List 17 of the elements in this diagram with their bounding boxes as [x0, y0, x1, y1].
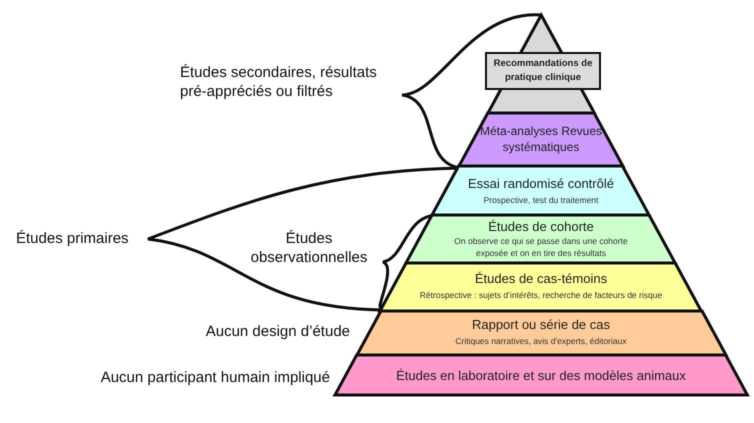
label-box	[485, 52, 601, 90]
layer-title: Études de cas-témoins	[474, 271, 608, 286]
layer-title: Méta-analyses Revues systématiques	[478, 123, 604, 155]
layer-description: On observe ce qui se passe dans une cohorte exposée et on en tire des résultats	[453, 235, 629, 259]
category-label: Études observationnelles	[250, 229, 368, 267]
category-label: Études secondaires, résultats pré-appréciés ou filtrés	[180, 63, 378, 101]
layer-description: Critiques narratives, avis d'experts, éditoriaux	[454, 335, 628, 347]
layer-description: Rétrospective : sujets d’intérêts, recherche de facteurs de risque	[418, 289, 664, 301]
layer-title: Études en laboratoire et sur des modèles animaux	[395, 368, 687, 383]
category-label: Études primaires	[16, 229, 130, 248]
category-label: Aucun design d’étude	[204, 322, 350, 341]
category-label: Aucun participant humain impliqué	[100, 368, 330, 387]
layer-title: Études de cohorte	[487, 219, 595, 234]
layer-title: Essai randomisé contrôlé	[467, 176, 615, 191]
box-title: Recommandations de pratique clinique	[492, 57, 594, 85]
layer-title: Rapport ou série de cas	[470, 317, 611, 332]
layer-description: Prospective, test du traitement	[482, 194, 600, 206]
